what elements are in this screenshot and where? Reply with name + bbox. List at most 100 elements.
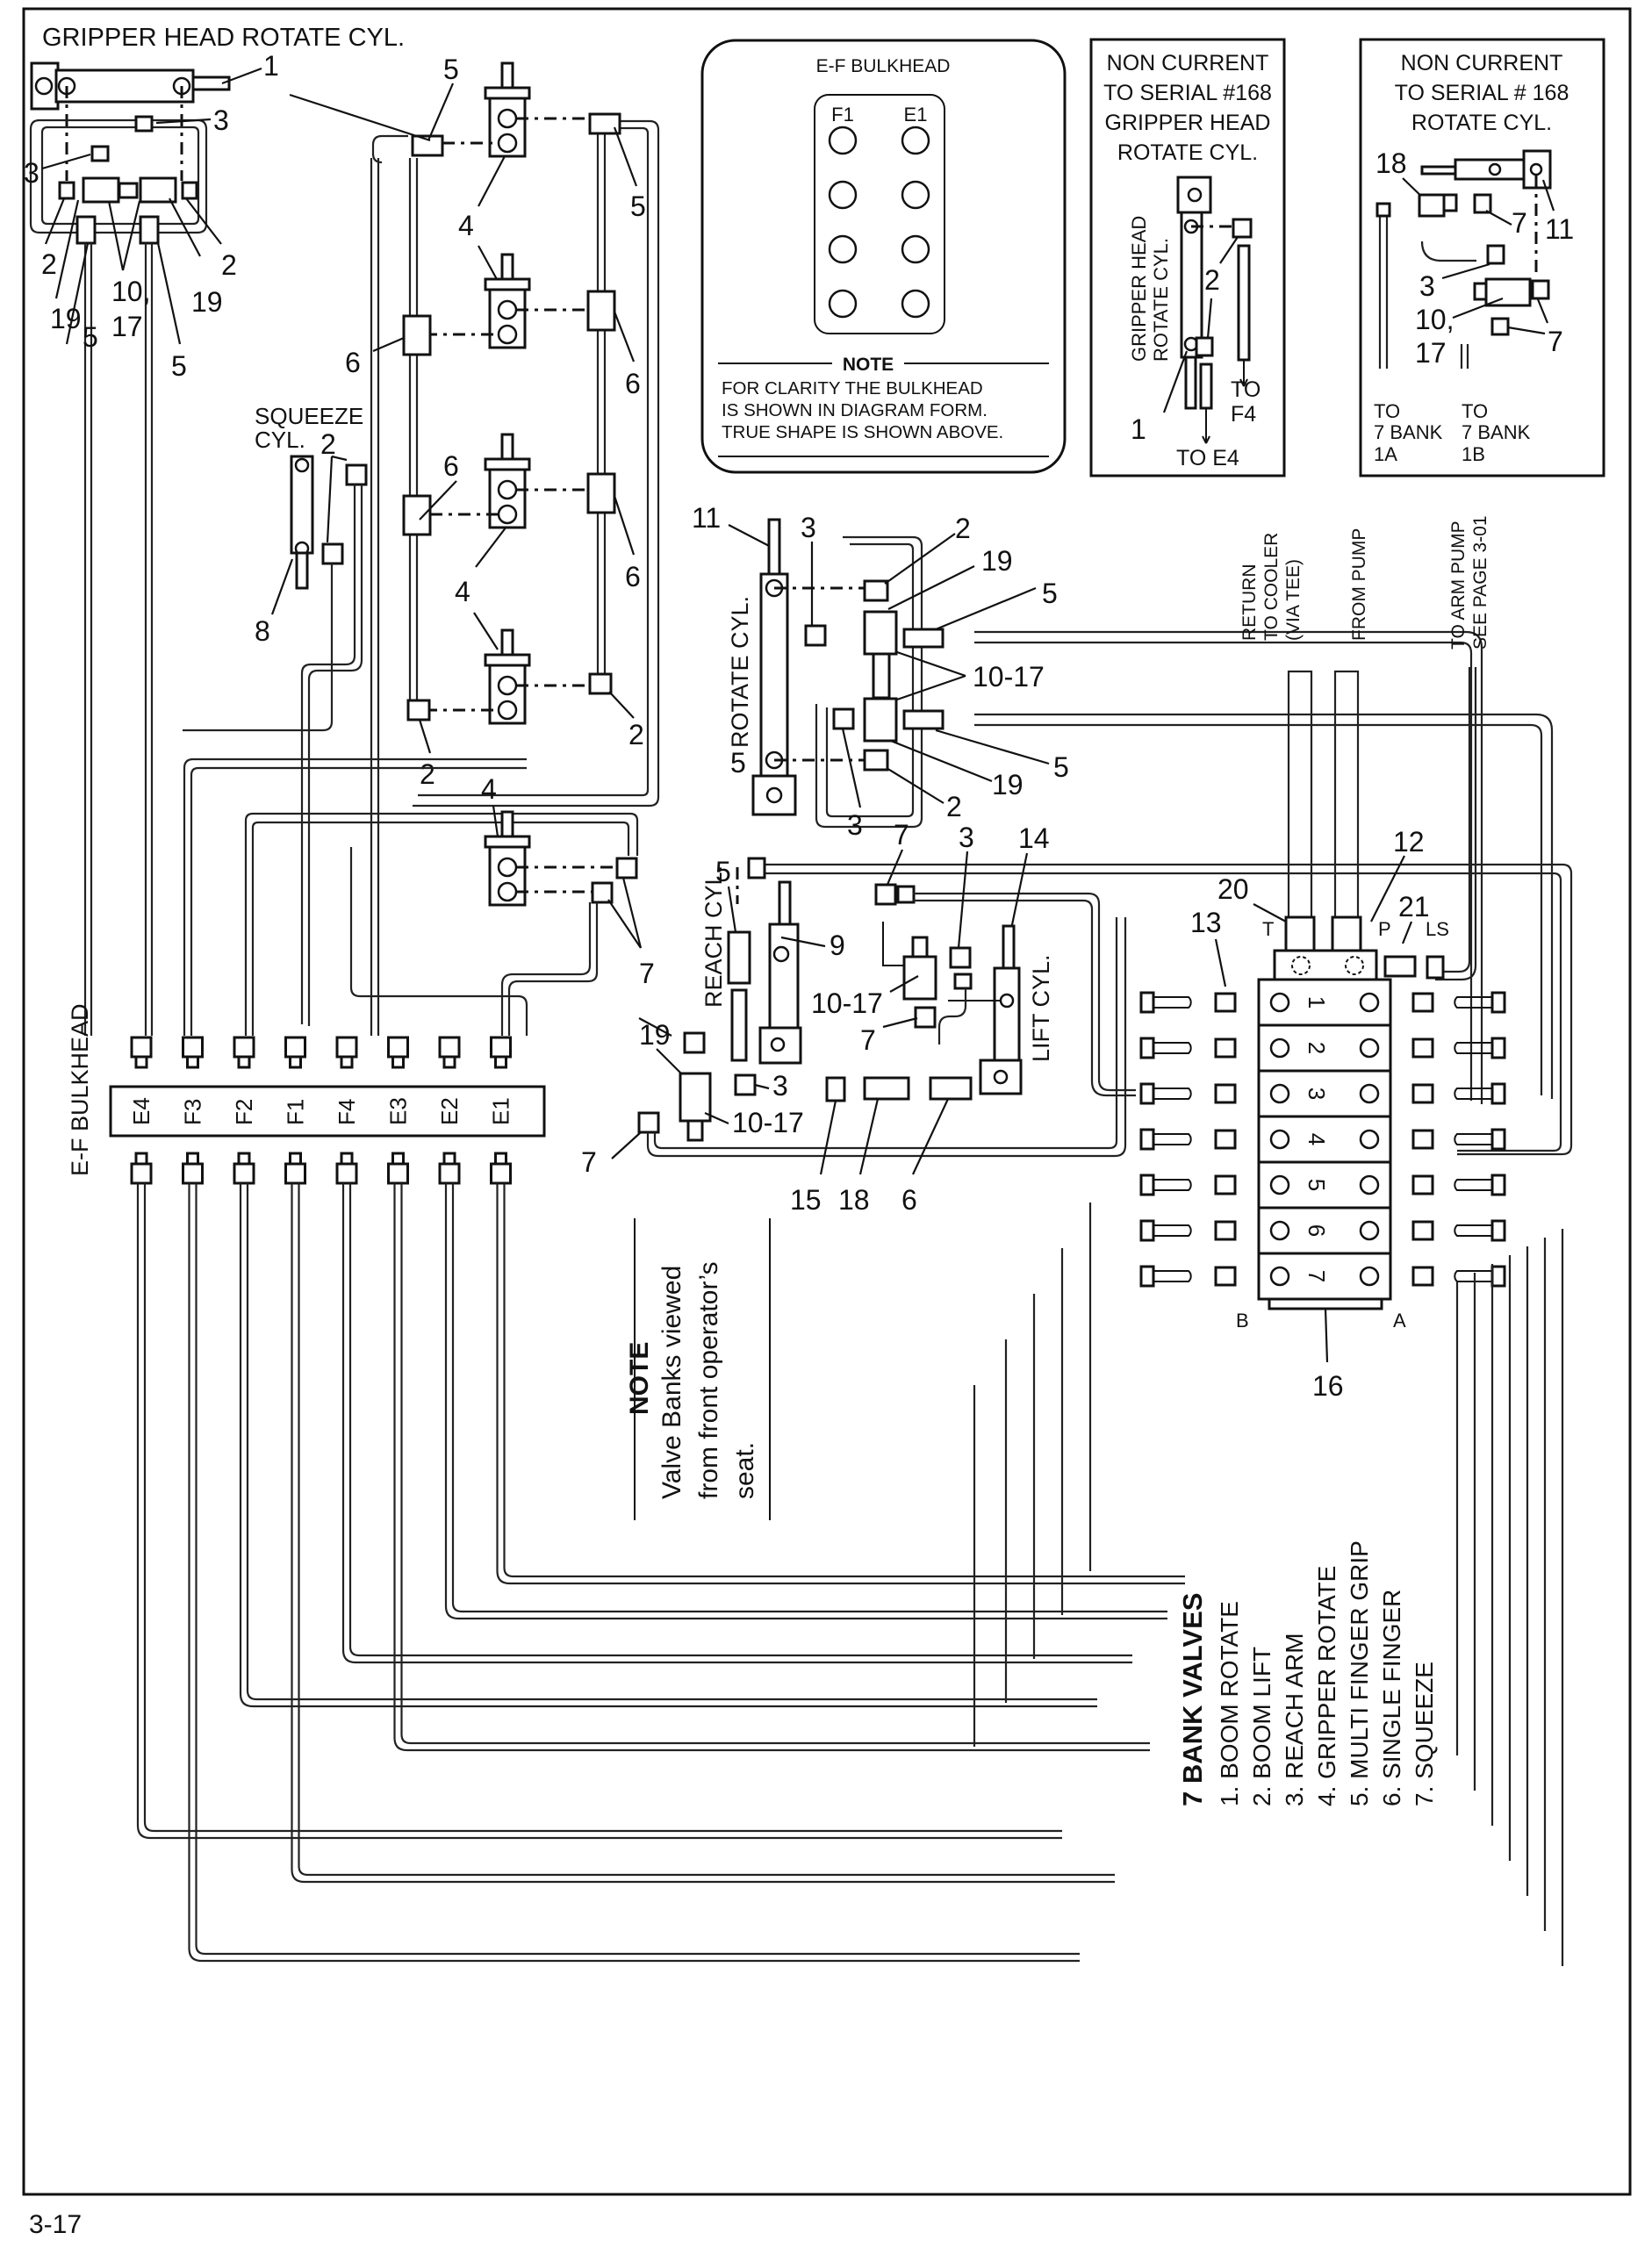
callout-19-rot-top: 19	[981, 545, 1013, 577]
port-letter-t: T	[1262, 918, 1274, 940]
legend-item-5: 5. MULTI FINGER GRIP	[1346, 1540, 1373, 1806]
legend-item-1: 1. BOOM ROTATE	[1216, 1601, 1243, 1806]
legend-title: 7 BANK VALVES	[1177, 1593, 1208, 1806]
callout-5-lower: 5	[730, 747, 746, 779]
bulkhead-fitting-top	[387, 1036, 409, 1059]
valve-block-10-17-left	[82, 176, 120, 204]
inset-rotate-title-line2: TO SERIAL # 168	[1395, 81, 1569, 105]
page-number: 3-17	[29, 2210, 82, 2239]
callout-15: 15	[790, 1184, 822, 1216]
port-letter-a: A	[1393, 1310, 1406, 1332]
valve-section-number: 7	[1304, 1270, 1330, 1282]
port-letter-p: P	[1378, 918, 1391, 940]
callout-9: 9	[830, 930, 845, 961]
rotate-cylinder-assembly: 11 ROTATE CYL. 2 19 5 10-17 5	[692, 502, 1554, 1104]
bulkhead-inset-note-line2: IS SHOWN IN DIAGRAM FORM.	[722, 400, 988, 420]
inset-rotate-callout-10: 10,	[1415, 304, 1454, 335]
callout-19-right: 19	[191, 286, 223, 318]
callout-5-mid: 5	[171, 350, 187, 382]
inset-rotate-callout-17: 17	[1415, 337, 1447, 369]
valve-block-10-17-right	[139, 176, 177, 204]
valve-section-number: 3	[1304, 1088, 1330, 1100]
bulkhead-port-label: E4	[128, 1097, 154, 1125]
valve-note-heading: NOTE	[625, 1342, 654, 1415]
callout-2-motor-left: 2	[420, 758, 435, 790]
callout-1: 1	[263, 50, 279, 82]
callout-12: 12	[1393, 826, 1425, 858]
bulkhead-hole	[828, 126, 858, 155]
bulkhead-fitting-bottom	[438, 1162, 461, 1185]
inset-rotate-to-1b-line2: 7 BANK	[1462, 421, 1531, 443]
gripper-head-title: GRIPPER HEAD ROTATE CYL.	[42, 24, 405, 52]
bulkhead-hole	[828, 289, 858, 319]
return-label-line3: (VIA TEE)	[1283, 559, 1304, 641]
valve-banks-note: NOTE Valve Banks viewed from front opera…	[625, 1218, 771, 1520]
bulkhead-fitting-bottom	[335, 1162, 358, 1185]
callout-10-17-rot: 10-17	[973, 661, 1045, 693]
callout-11-main: 11	[692, 502, 721, 534]
inset-rotate-callout-18: 18	[1375, 147, 1407, 179]
callout-2-rot-top: 2	[955, 513, 971, 544]
callout-10-17-lower: 10-17	[732, 1107, 804, 1138]
bulkhead-inset: E-F BULKHEAD F1 E1 NOTE FOR CLARITY THE …	[700, 39, 1067, 474]
bulkhead-inset-note-line3: TRUE SHAPE IS SHOWN ABOVE.	[722, 422, 1003, 442]
reach-cyl-label: REACH CYL.	[700, 865, 727, 1008]
inset-gripper-title-line1: NON CURRENT	[1107, 51, 1269, 75]
bulkhead-port-label: E1	[488, 1097, 514, 1125]
valve-section-number: 2	[1304, 1042, 1330, 1054]
callout-6-a: 6	[345, 347, 361, 378]
motor-4-b	[425, 253, 590, 349]
callout-20: 20	[1217, 873, 1249, 905]
callout-17: 17	[111, 311, 143, 342]
callout-19-left: 19	[50, 303, 82, 334]
callout-7-motor: 7	[639, 958, 655, 989]
inset-rotate-to-1b-line1: TO	[1462, 400, 1488, 422]
callout-5-left: 5	[83, 321, 98, 353]
inset-non-current-gripper-head: NON CURRENT TO SERIAL #168 GRIPPER HEAD …	[1089, 38, 1286, 477]
callout-6-lift: 6	[901, 1184, 917, 1216]
page-frame	[22, 7, 1632, 2196]
bulkhead-fitting-bottom	[387, 1162, 409, 1185]
callout-21: 21	[1398, 891, 1430, 922]
callout-5-rot-bottom: 5	[1053, 751, 1069, 783]
valve-section-number: 5	[1304, 1179, 1330, 1191]
bulkhead-fitting-bottom	[490, 1162, 512, 1185]
bulkhead-inset-col-e1: E1	[904, 104, 928, 126]
legend-item-3: 3. REACH ARM	[1281, 1633, 1308, 1806]
bulkhead-inset-note-heading: NOTE	[843, 355, 894, 375]
callout-4-e: 4	[481, 773, 497, 805]
inset-rotate-to-1a-line3: 1A	[1374, 443, 1397, 465]
inset-rotate-callout-11: 11	[1545, 213, 1574, 245]
inset-gripper-callout-1: 1	[1131, 413, 1146, 445]
callout-6-b: 6	[625, 368, 641, 399]
motor-4-d	[425, 628, 590, 725]
arm-pump-label-line1: TO ARM PUMP	[1448, 520, 1469, 650]
callout-7-reach-mid: 7	[860, 1024, 876, 1056]
callout-2-rot-bottom: 2	[946, 791, 962, 822]
valve-section-number: 6	[1304, 1224, 1330, 1237]
motor-4-a	[442, 61, 590, 158]
bulkhead-hole	[828, 234, 858, 264]
valve-note-line1: Valve Banks viewed	[657, 1266, 686, 1499]
valve-10-17-upper	[863, 610, 898, 656]
bulkhead-fitting-top	[130, 1036, 153, 1059]
bulkhead-hole	[901, 289, 930, 319]
callout-4-a: 4	[458, 210, 474, 241]
callout-2-motor: 2	[628, 719, 644, 750]
callout-14: 14	[1018, 822, 1050, 854]
legend-item-2: 2. BOOM LIFT	[1248, 1647, 1275, 1806]
seven-bank-legend: 7 BANK VALVES 1. BOOM ROTATE 2. BOOM LIF…	[1177, 1540, 1438, 1806]
squeeze-cyl-label-line1: SQUEEZE	[255, 403, 363, 429]
bulkhead-fitting-bottom	[233, 1162, 255, 1185]
bulkhead-port-label: F3	[180, 1099, 206, 1125]
valve-note-line3: seat.	[730, 1442, 759, 1499]
header-pipes	[183, 757, 639, 1036]
inset-gripper-callout-2a: 2	[1204, 264, 1220, 296]
callout-13: 13	[1190, 907, 1222, 938]
bulkhead-inset-title: E-F BULKHEAD	[816, 56, 951, 76]
lower-routing	[136, 1202, 1564, 1966]
bulkhead-port-label: F2	[231, 1099, 257, 1125]
callout-8: 8	[255, 615, 270, 647]
